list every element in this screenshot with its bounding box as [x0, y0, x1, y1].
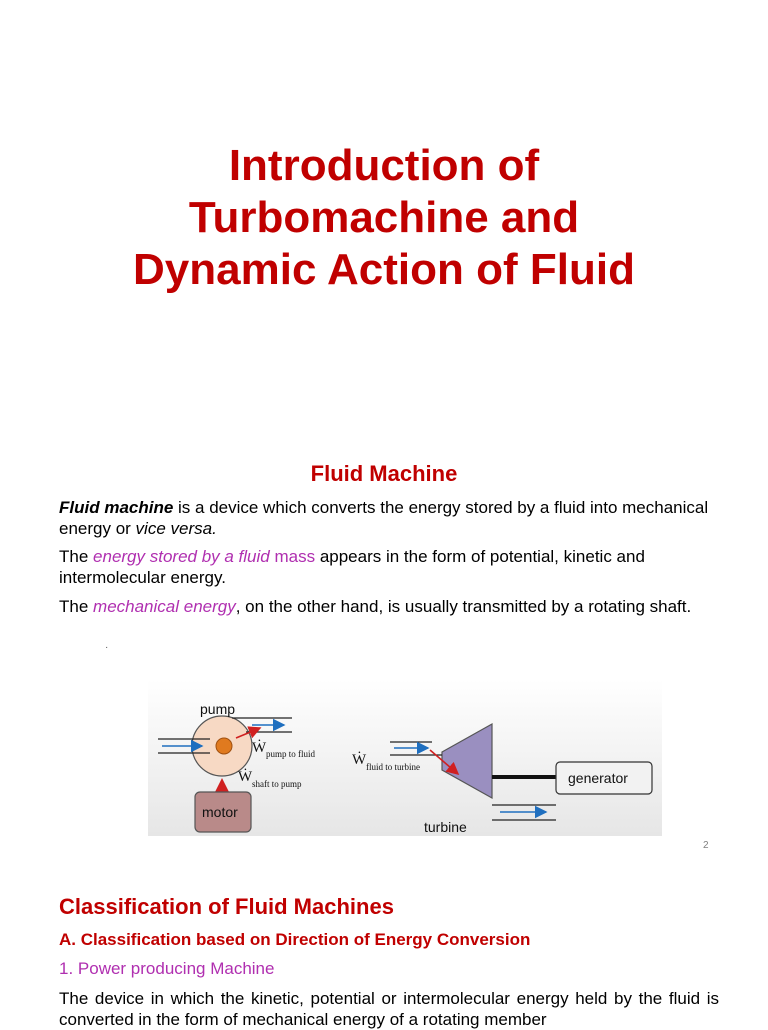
p2-prefix: The	[59, 547, 94, 566]
generator-shape	[555, 761, 653, 795]
motor-label: motor	[202, 804, 238, 820]
pump-impeller-shape	[215, 737, 233, 755]
fluid-machine-heading: Fluid Machine	[310, 461, 458, 486]
p3-rest: , on the other hand, is usually transmit…	[235, 597, 692, 616]
stray-dot: ·	[105, 642, 109, 653]
title-line-1: Introduction of	[228, 141, 540, 190]
pump-label: pump	[200, 701, 235, 717]
energy-stored-highlight: energy stored by a fluid	[93, 547, 270, 566]
paragraph-fluid-energy: The energy stored by a fluid mass appear…	[59, 546, 719, 588]
term-fluid-machine: Fluid machine	[59, 498, 174, 517]
pump-turbine-diagram: pump motor turbine generator Ẇ pump to f…	[148, 680, 662, 836]
power-producing-item: 1. Power producing Machine	[59, 959, 275, 978]
w-pump-subscript: pump to fluid	[266, 749, 315, 759]
paragraph-definition: Fluid machine is a device which converts…	[59, 497, 719, 539]
w-shaft-subscript: shaft to pump	[252, 779, 302, 789]
p2-rest: appears in the form of potential, kineti…	[59, 547, 645, 587]
vice-versa-text: vice versa.	[135, 519, 217, 538]
turbine-shape	[441, 722, 493, 800]
generator-label: generator	[568, 770, 628, 786]
w-turbine-subscript: fluid to turbine	[366, 762, 420, 772]
title-line-3: Dynamic Action of Fluid	[133, 245, 635, 294]
turbine-work-arrow	[429, 749, 460, 776]
classification-subheading: A. Classification based on Direction of …	[59, 930, 531, 949]
w-turbine-symbol: Ẇ	[352, 751, 367, 768]
p3-prefix: The	[59, 597, 94, 616]
paragraph-mechanical-energy: The mechanical energy, on the other hand…	[59, 596, 719, 617]
classification-heading: Classification of Fluid Machines	[59, 894, 394, 919]
page-number: 2	[703, 840, 709, 851]
w-pump-symbol: Ẇ	[252, 739, 267, 756]
mechanical-energy-highlight: mechanical energy	[93, 597, 236, 616]
title-slide: Introduction of Turbomachine and Dynamic…	[0, 0, 768, 420]
mass-word: mass	[269, 547, 316, 566]
turbine-label: turbine	[424, 819, 467, 835]
pump-work-arrow	[235, 726, 262, 739]
definition-text: is a device which converts the energy st…	[59, 498, 709, 538]
diagram-svg: pump motor turbine generator Ẇ pump to f…	[148, 680, 662, 836]
motor-shape	[194, 791, 252, 833]
w-shaft-symbol: Ẇ	[238, 768, 253, 785]
title-line-2: Turbomachine and	[188, 193, 580, 242]
